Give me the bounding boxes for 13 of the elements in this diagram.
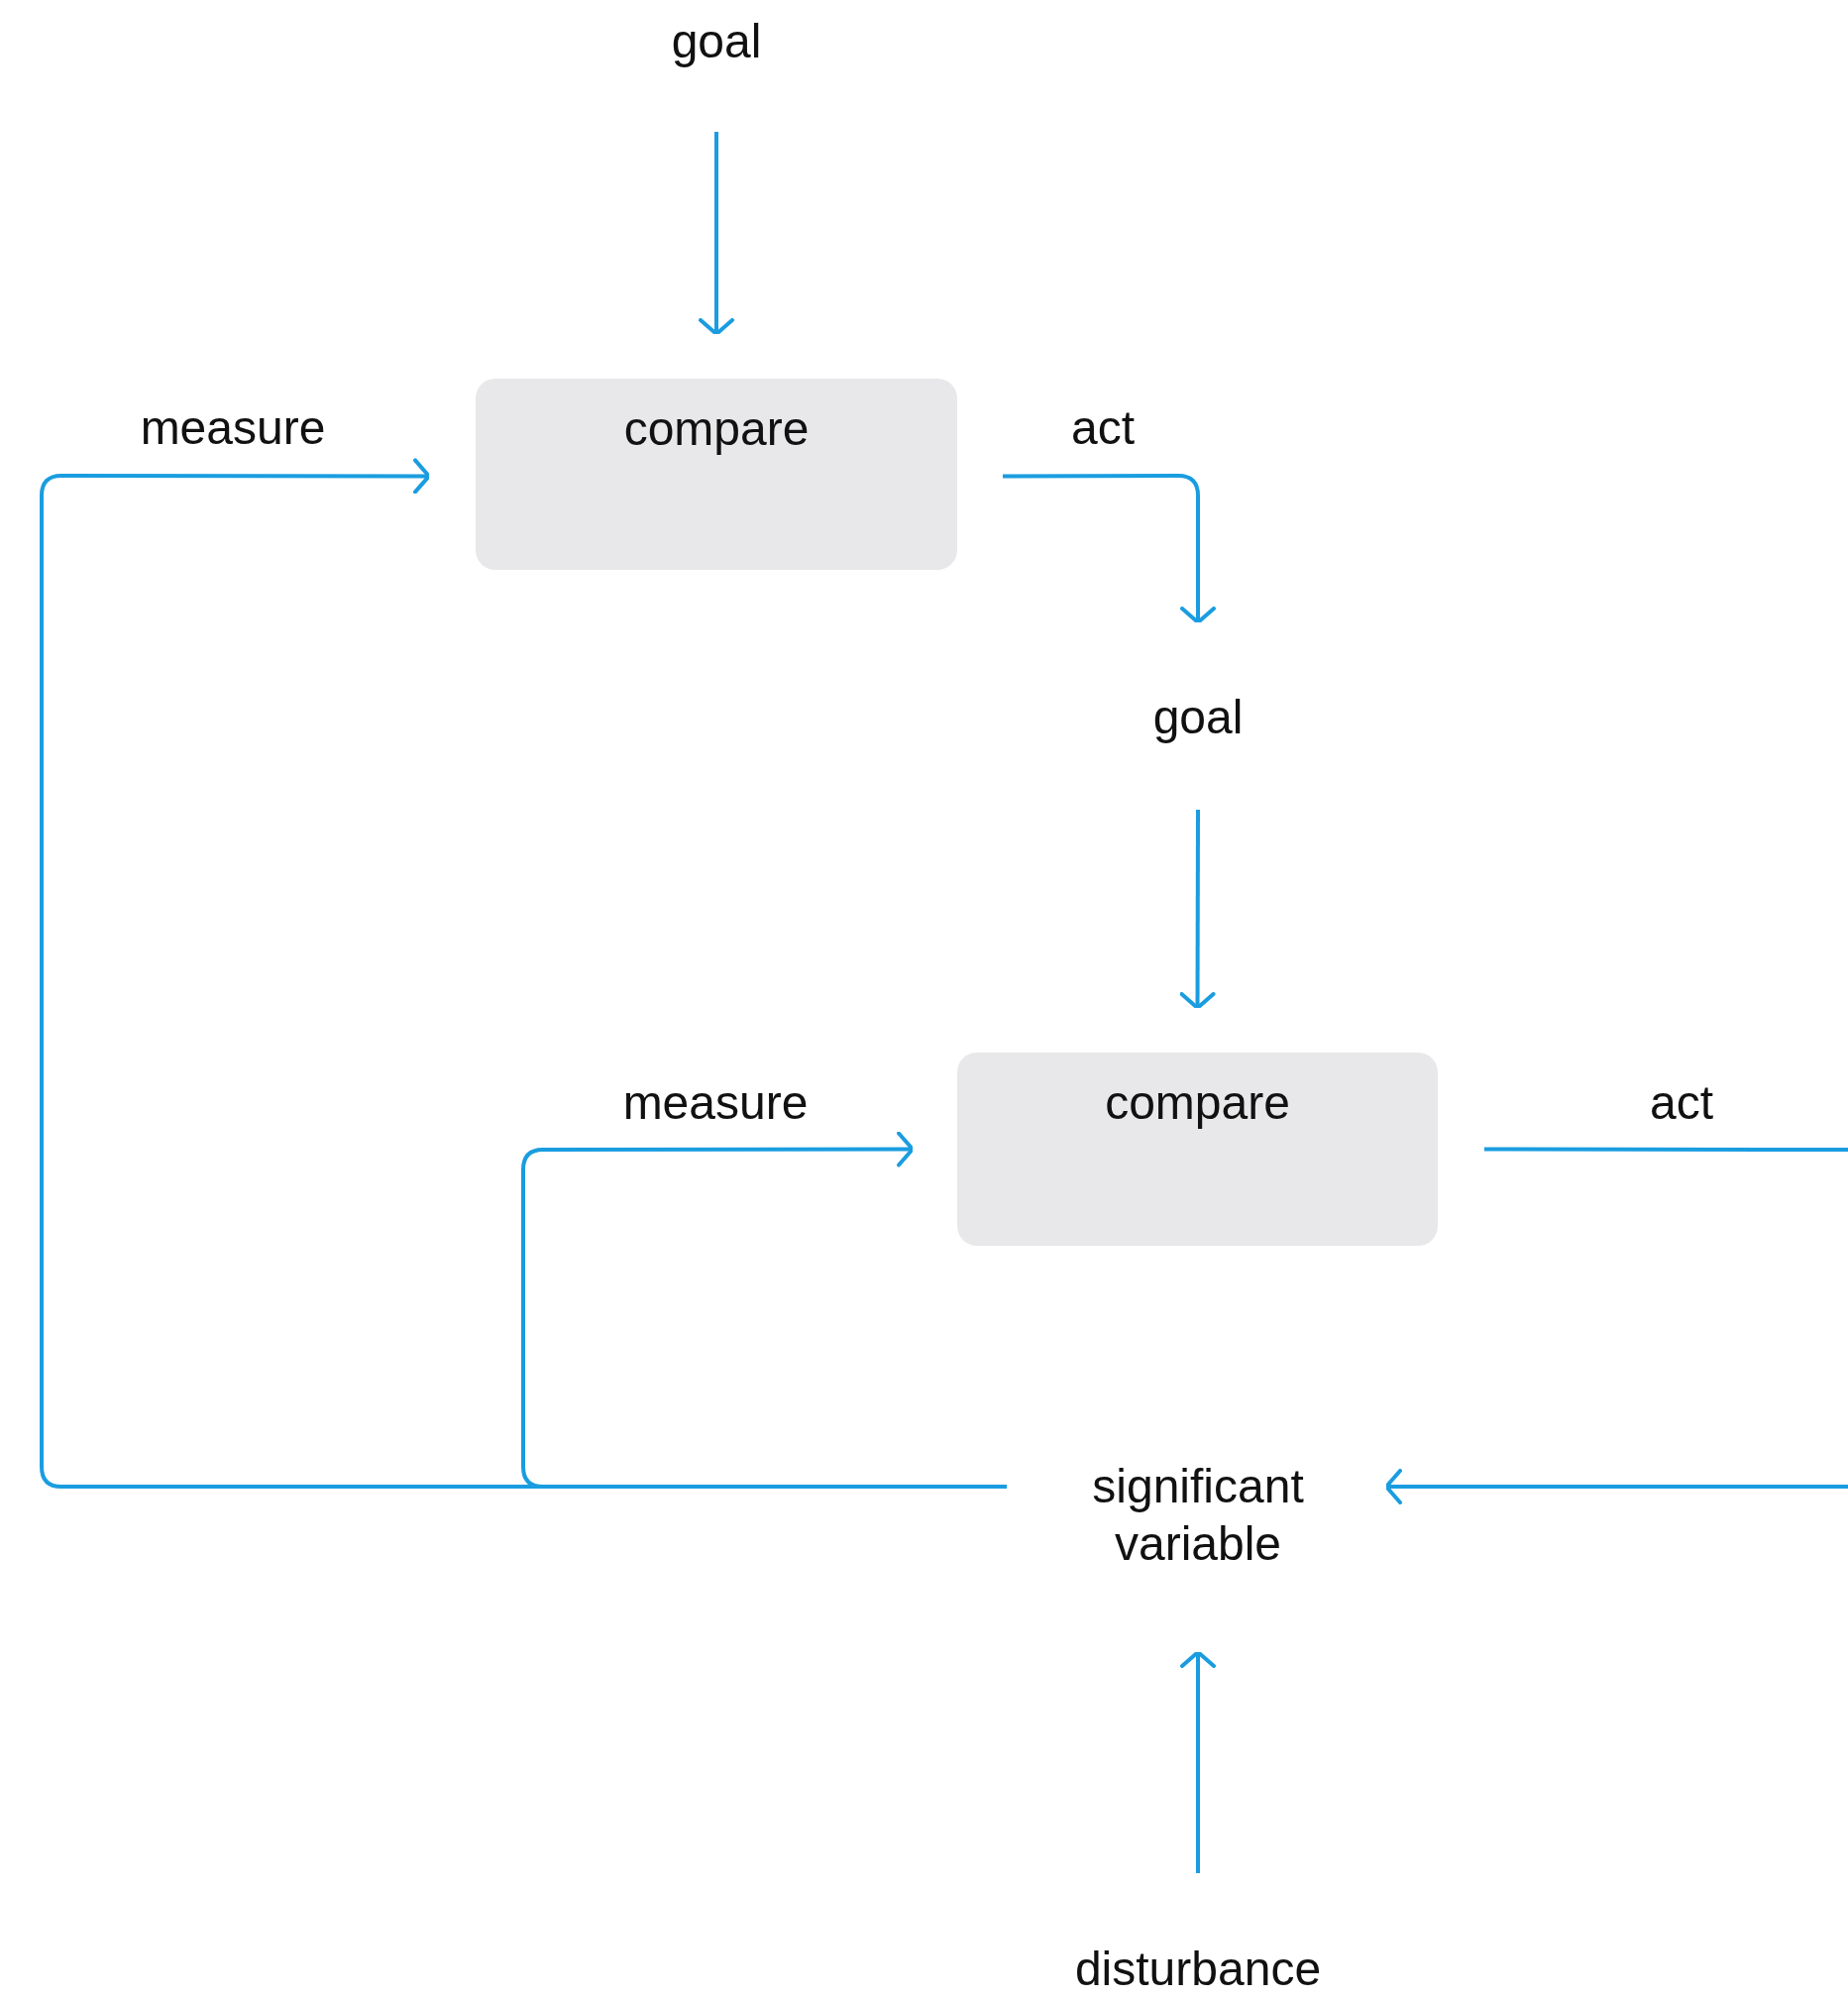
arrow [1384,1469,1848,1504]
arrow [699,132,734,336]
arrow [1003,474,1216,624]
connector-line [1484,1147,1848,1152]
arrow [1179,810,1216,1010]
arrow [40,458,1007,1489]
box-label: compare [622,401,811,457]
box-label: compare [1104,1075,1291,1131]
arrow [1180,1650,1216,1873]
node-label: significant variable [1039,1458,1357,1573]
node-label: goal [1099,689,1297,746]
node-label: disturbance [1030,1941,1366,1998]
node-label: goal [617,13,815,70]
